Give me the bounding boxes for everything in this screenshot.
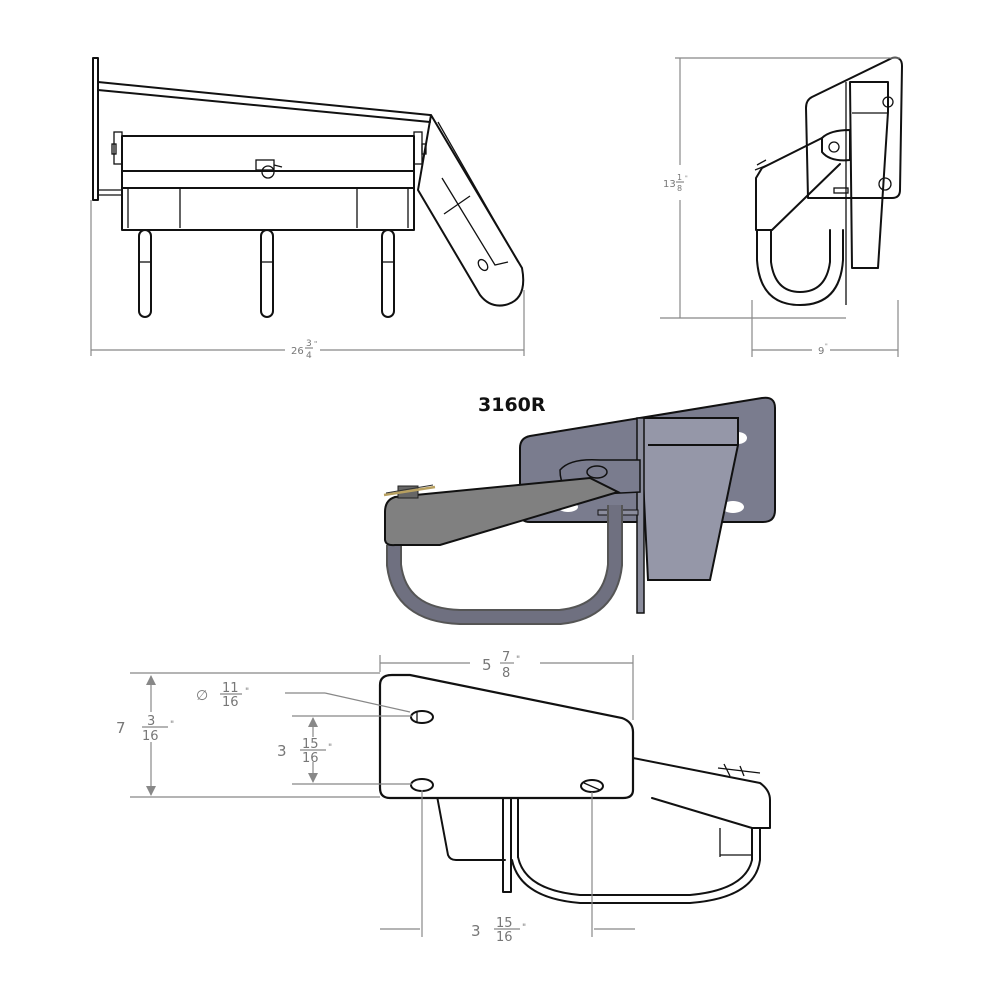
svg-text:9: 9 [818,346,824,357]
hole-vertical-spacing-label: 3 15 16 " [277,737,332,766]
side-view-width-label: 26 3 4 " [291,339,317,361]
pin-icon [717,763,761,777]
svg-text:26: 26 [291,346,304,357]
mounting-plate-view: 5 7 8 " 7 3 16 " ∅ 11 16 " [116,650,771,945]
svg-text:15: 15 [302,737,319,752]
svg-text:8: 8 [677,184,682,193]
svg-text:15: 15 [496,916,513,931]
side-view: 26 3 4 " [90,57,525,361]
svg-text:7: 7 [116,719,126,737]
svg-text:1: 1 [677,173,682,182]
svg-text:16: 16 [496,930,513,945]
end-view-height-label: 13 1 8 " [663,173,688,193]
plate-height-label: 7 3 16 " [116,714,174,744]
part-number-title: 3160R [478,394,546,416]
svg-text:4: 4 [306,351,312,361]
pin-icon [383,484,436,499]
svg-text:8: 8 [502,666,510,681]
svg-text:": " [685,175,688,182]
svg-text:": " [314,340,317,348]
svg-text:3: 3 [147,714,155,729]
svg-text:": " [825,343,828,350]
svg-text:∅: ∅ [196,688,208,704]
svg-text:": " [245,687,249,697]
svg-text:": " [516,655,520,665]
svg-text:": " [170,720,174,730]
svg-text:13: 13 [663,179,676,190]
latch-icon [255,159,283,179]
svg-text:5: 5 [482,656,492,674]
svg-text:3: 3 [277,742,287,760]
end-view: 13 1 8 " 9 " [660,56,903,357]
svg-text:16: 16 [142,729,159,744]
svg-text:16: 16 [302,751,319,766]
hole-diameter-label: ∅ 11 16 " [196,681,249,710]
svg-text:3: 3 [306,339,312,349]
svg-text:16: 16 [222,695,239,710]
render-3d: 3160R [383,394,776,625]
svg-text:3: 3 [471,922,481,940]
end-view-width-label: 9 " [818,343,828,357]
svg-text:11: 11 [222,681,239,696]
svg-text:7: 7 [502,650,510,665]
pin-icon [754,159,771,171]
svg-text:": " [328,743,332,753]
hole-horizontal-spacing-label: 3 15 16 " [471,916,526,945]
plate-width-label: 5 7 8 " [482,650,520,681]
svg-text:": " [522,923,526,933]
